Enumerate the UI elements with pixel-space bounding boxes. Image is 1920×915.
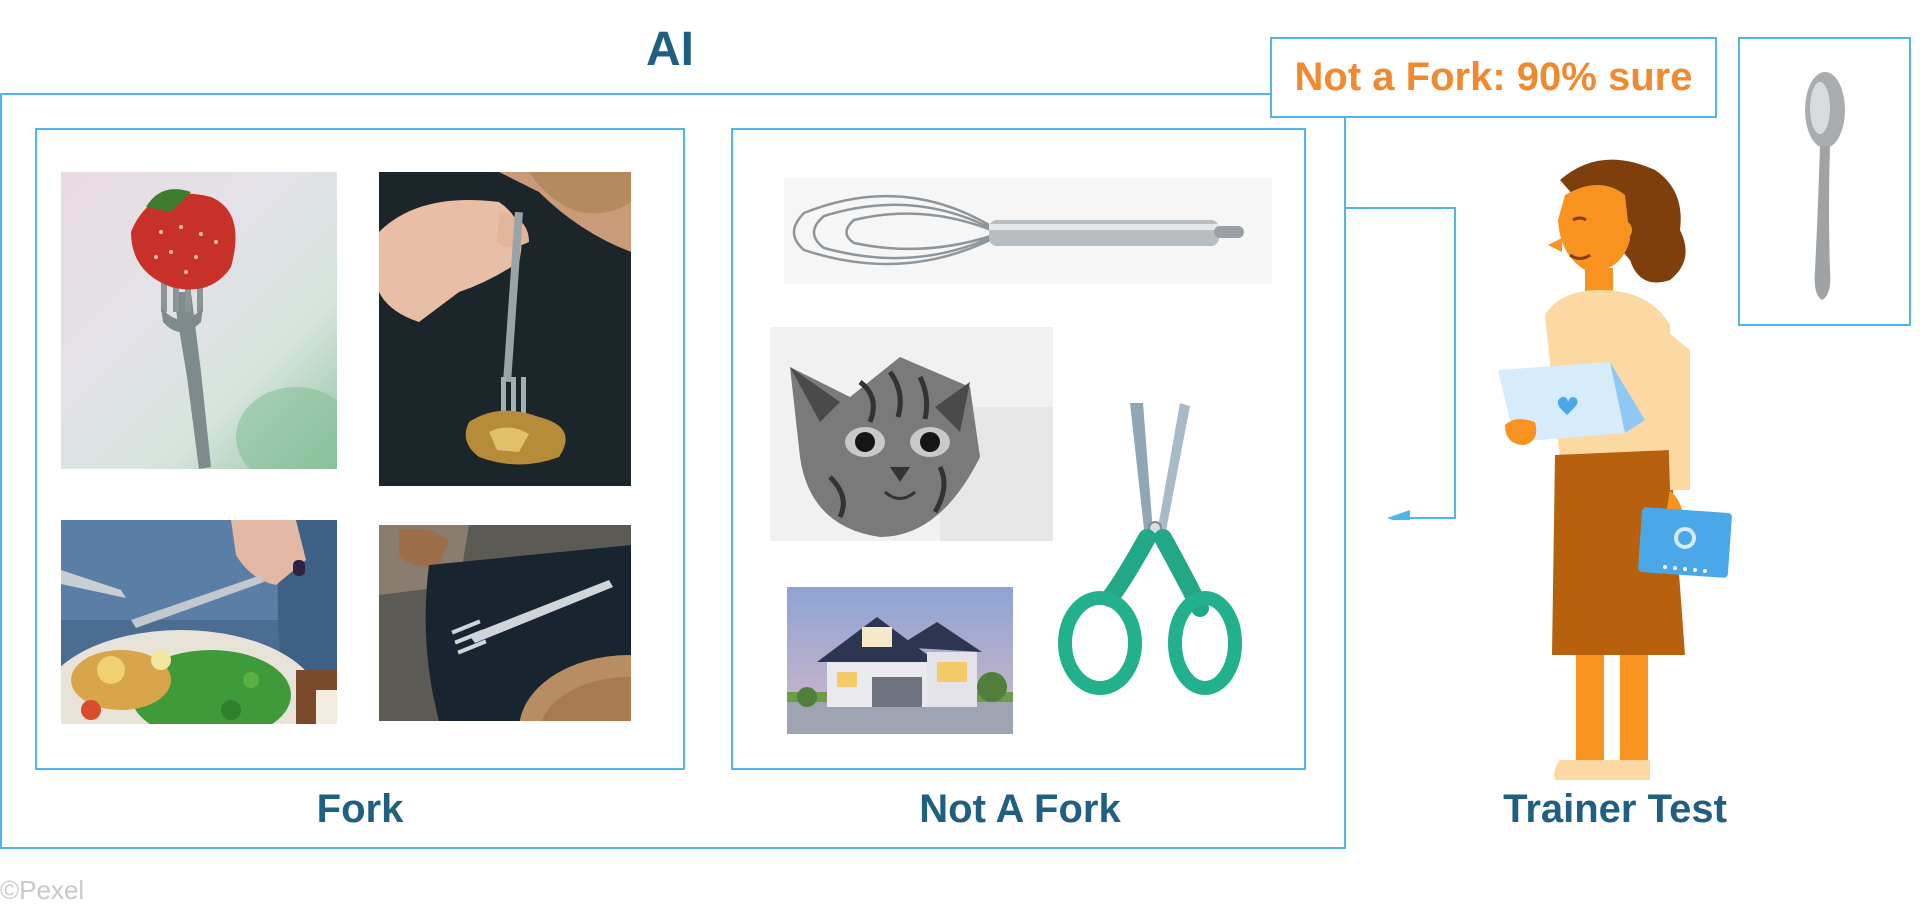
scissors-image [1055, 398, 1255, 698]
prediction-box: Not a Fork: 90% sure [1270, 37, 1717, 118]
house-image [787, 587, 1013, 734]
ai-title: AI [646, 23, 694, 76]
fork-with-strawberry-image [61, 172, 337, 469]
fork-group [35, 128, 685, 770]
kitten-image [770, 327, 1053, 541]
spoon-image [1790, 70, 1860, 305]
fork-label: Fork [316, 787, 404, 831]
woman-with-laptop-illustration [1490, 150, 1740, 790]
not-fork-label: Not A Fork [919, 787, 1121, 831]
prediction-text: Not a Fork: 90% sure [1294, 55, 1693, 99]
not-fork-group [731, 128, 1306, 770]
fork-over-salad-image [61, 520, 337, 724]
fork-on-napkin-image [379, 525, 631, 721]
hand-holding-fork-image [379, 172, 631, 486]
feedback-arrow [1346, 207, 1456, 520]
whisk-image [784, 178, 1272, 284]
ai-container [0, 93, 1346, 849]
credit-text: ©Pexel [0, 875, 85, 905]
trainer-test-label: Trainer Test [1503, 787, 1727, 831]
test-image-box [1738, 37, 1911, 326]
